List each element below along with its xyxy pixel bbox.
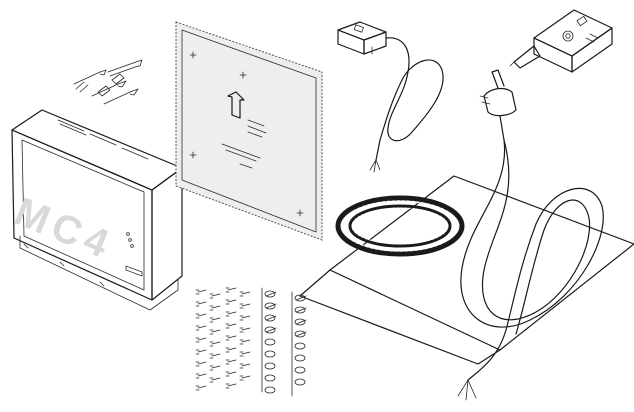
- power-cable-with-plug: [458, 70, 603, 400]
- controller-housing: MC4: [9, 110, 182, 310]
- heating-cable-mat: [300, 176, 634, 364]
- front-watermark: MC4: [9, 190, 120, 269]
- heating-cable-coil: [338, 198, 462, 254]
- mounting-template: [176, 22, 322, 240]
- remote-sensor-unit: [510, 10, 612, 72]
- wall-plugs-and-screws: [74, 60, 142, 104]
- sensor-unit-with-cable: [338, 22, 443, 172]
- terminal-screws-and-clips: [196, 288, 306, 396]
